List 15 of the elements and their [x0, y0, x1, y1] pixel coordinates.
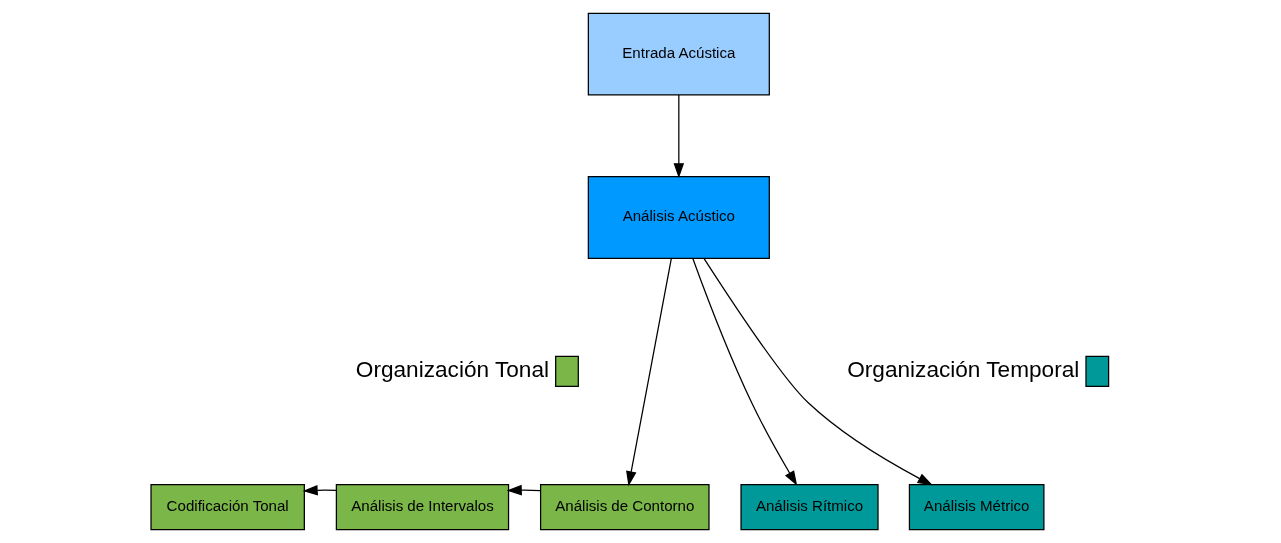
node-box: Análisis de Contorno	[539, 483, 710, 531]
legend-label: Organización Tonal	[355, 356, 549, 382]
node-box: Codificación Tonal	[150, 483, 305, 531]
arrow	[302, 484, 337, 496]
node-box: Análisis de Intervalos	[335, 483, 510, 531]
arrow	[626, 258, 672, 487]
node-box: Análisis Métrico	[908, 483, 1045, 531]
node-box: Análisis Acústico	[587, 176, 770, 259]
node-box: Análisis Rítmico	[740, 483, 879, 531]
arrow	[703, 257, 933, 486]
node-box: Entrada Acústica	[587, 12, 770, 96]
arrow	[506, 484, 541, 496]
arrow	[692, 257, 798, 486]
legend-label: Organización Temporal	[847, 356, 1080, 382]
arrow	[673, 94, 685, 179]
